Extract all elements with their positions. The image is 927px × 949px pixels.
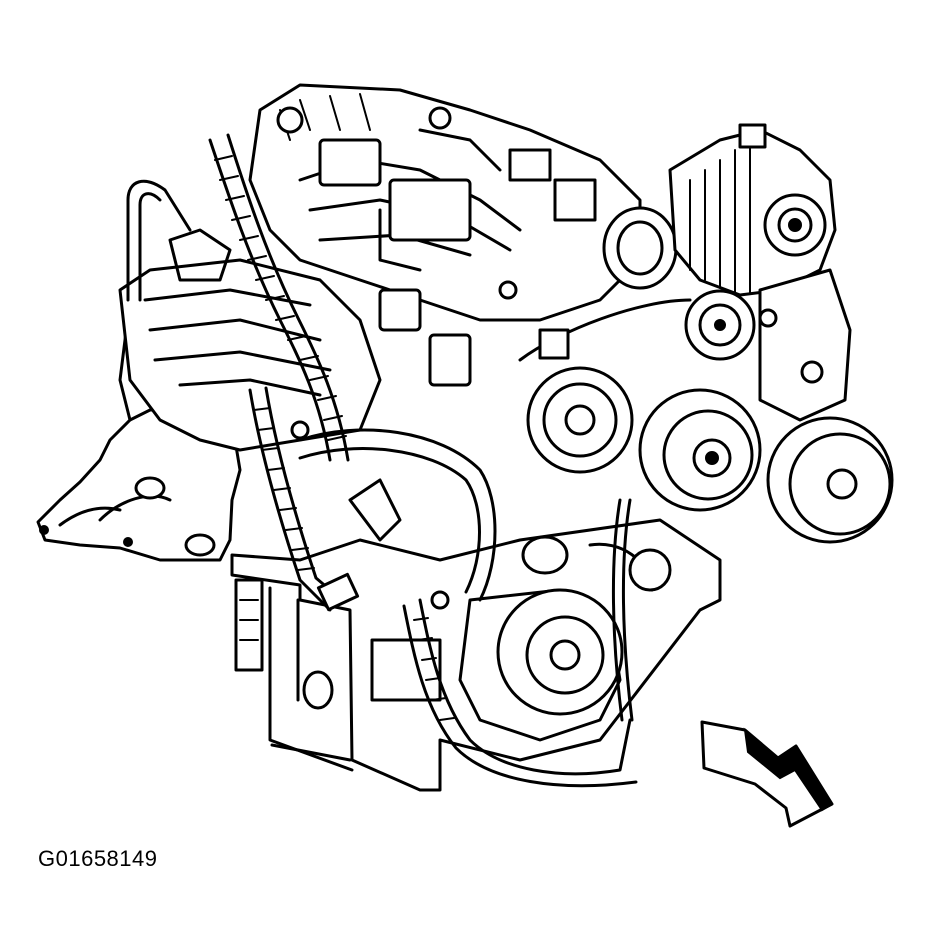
power-steering-pulley [766, 416, 894, 544]
throttle-body [602, 206, 678, 290]
wiring-harness [208, 133, 360, 612]
alternator [668, 123, 837, 297]
intake-manifold [248, 83, 642, 322]
figure-id-label: G01658149 [38, 846, 158, 871]
water-pump-pulley [526, 366, 634, 474]
idler-pulley [684, 289, 756, 361]
serpentine-belt [518, 298, 692, 722]
direction-arrow-icon [700, 720, 834, 828]
crankshaft-pulley [638, 388, 762, 512]
sensors-and-connectors [168, 208, 570, 610]
dipstick-tube [126, 179, 192, 302]
exhaust-manifold [36, 278, 242, 562]
coolant-hoses [298, 428, 638, 788]
ac-compressor [458, 542, 672, 742]
accessory-bracket [758, 268, 852, 422]
